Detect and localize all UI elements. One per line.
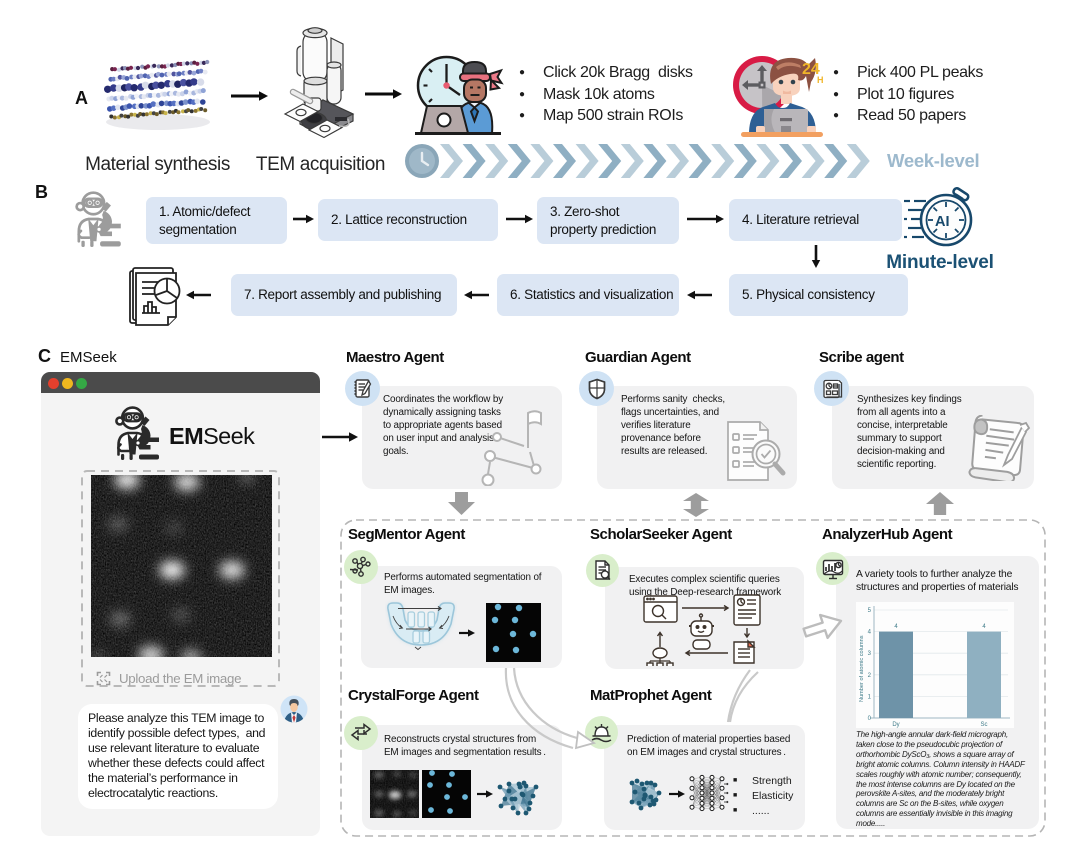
- svg-text:4: 4: [868, 630, 872, 636]
- svg-text:3: 3: [868, 651, 872, 657]
- svg-text:1: 1: [868, 694, 872, 700]
- svg-text:4: 4: [894, 624, 898, 630]
- svg-text:AI: AI: [935, 214, 950, 230]
- svg-text:Number of atomic columns: Number of atomic columns: [859, 635, 865, 702]
- svg-text:4: 4: [982, 624, 986, 630]
- svg-text:Dy: Dy: [892, 722, 899, 728]
- svg-text:24: 24: [802, 61, 820, 78]
- svg-text:Sc: Sc: [980, 722, 987, 728]
- svg-text:2: 2: [868, 673, 872, 679]
- svg-text:0: 0: [868, 716, 872, 722]
- svg-text:H: H: [817, 75, 824, 85]
- svg-text:5: 5: [868, 608, 872, 614]
